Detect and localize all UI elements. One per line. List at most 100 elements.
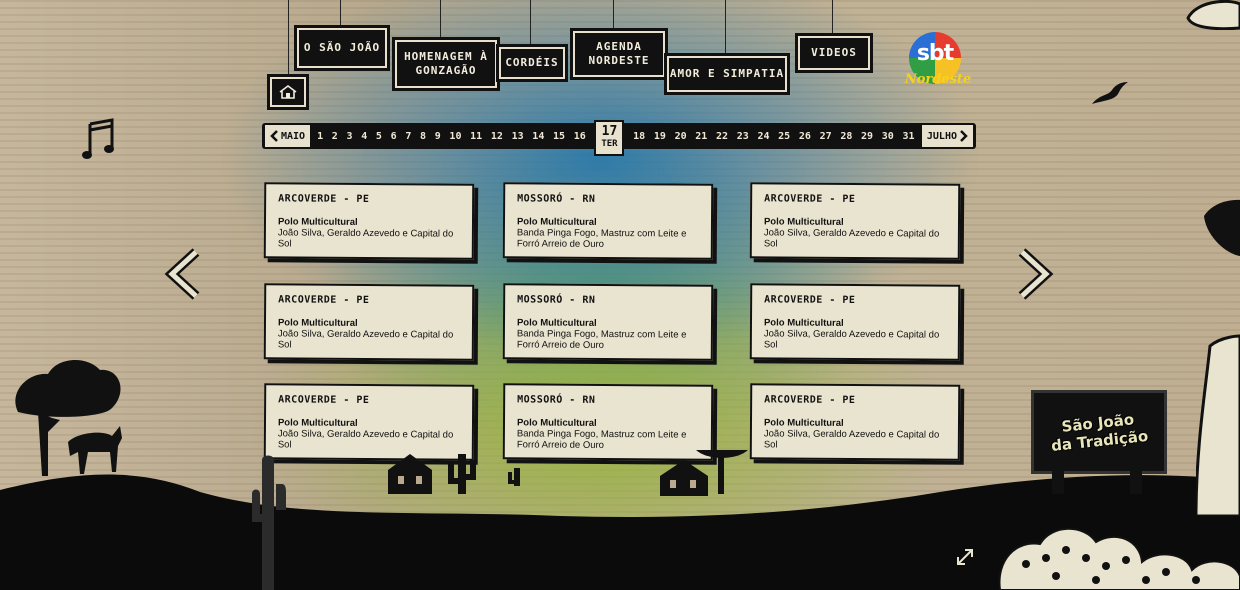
event-artists: Banda Pinga Fogo, Mastruz com Leite e Fo… [516,328,687,351]
day-item[interactable]: 24 [757,130,770,142]
day-item[interactable]: 8 [420,130,427,142]
logo-ball [909,32,961,84]
nav-videos[interactable]: VIDEOS [795,33,873,73]
character-hat-silhouette [1186,0,1240,30]
carousel-prev-button[interactable] [164,248,204,300]
landscape-silhouette [0,450,1240,590]
day-item[interactable]: 20 [674,130,687,142]
event-city: ARCOVERDE - PE [764,193,856,206]
event-city: ARCOVERDE - PE [278,294,370,307]
carousel-next-button[interactable] [1014,248,1054,300]
chevron-right-icon [960,130,968,142]
day-item[interactable]: 11 [470,130,483,142]
nav-amor-simpatia[interactable]: AMOR E SIMPATIA [664,53,790,95]
music-note-icon [82,118,114,159]
bush-decoration [998,527,1240,590]
hanging-string [725,0,726,56]
day-item[interactable]: 25 [778,130,791,142]
day-item[interactable]: 15 [553,130,566,142]
day-item[interactable]: 2 [331,130,338,142]
day-item[interactable]: 7 [405,130,412,142]
event-city: ARCOVERDE - PE [278,193,370,206]
event-artists: João Silva, Geraldo Azevedo e Capital do… [277,428,454,451]
day-item[interactable]: 19 [653,130,666,142]
event-city: MOSSORÓ - RN [517,193,596,205]
day-item[interactable]: 27 [819,130,832,142]
event-city: ARCOVERDE - PE [764,394,856,407]
home-icon [279,85,297,99]
next-month-label: JULHO [926,130,957,142]
day-item[interactable]: 13 [511,130,524,142]
day-number: 17 [601,124,618,139]
home-button[interactable] [267,74,309,110]
day-item[interactable]: 22 [716,130,729,142]
day-item[interactable]: 3 [346,130,353,142]
event-city: ARCOVERDE - PE [278,394,370,407]
event-artists: Banda Pinga Fogo, Mastruz com Leite e Fo… [516,227,687,250]
nav-cordeis[interactable]: CORDÉIS [496,44,568,82]
day-item[interactable]: 31 [902,130,915,142]
event-city: ARCOVERDE - PE [764,294,856,307]
chevron-left-icon [270,130,278,142]
prev-month-label: MAIO [281,130,306,142]
cactus-silhouette [252,455,286,590]
character-silhouette [1196,199,1240,516]
day-item[interactable]: 16 [573,130,586,142]
sbt-nordeste-logo[interactable]: sbt Nordeste [903,32,973,94]
day-item[interactable]: 4 [361,130,368,142]
hanging-string [440,0,441,40]
logo-brand: sbt [916,41,954,66]
nav-agenda-nordeste[interactable]: AGENDA NORDESTE [570,28,668,80]
day-item[interactable]: 1 [317,130,324,142]
day-item[interactable]: 5 [375,130,382,142]
hanging-string [613,0,614,32]
event-artists: João Silva, Geraldo Azevedo e Capital do… [763,328,940,351]
nav-o-sao-joao[interactable]: O SÃO JOÃO [294,25,390,71]
day-item[interactable]: 10 [449,130,462,142]
day-item[interactable]: 21 [695,130,708,142]
bird-icon [1092,82,1128,104]
day-item[interactable]: 6 [390,130,397,142]
nav-label: CORDÉIS [505,56,559,69]
day-item[interactable]: 26 [798,130,811,142]
day-item[interactable]: 29 [861,130,874,142]
hanging-string [530,0,531,48]
nav-homenagem-gonzagao[interactable]: HOMENAGEM À GONZAGÃO [392,37,500,91]
day-item[interactable]: 18 [633,130,646,142]
day-item[interactable]: 12 [490,130,503,142]
nav-label: O SÃO JOÃO [303,41,381,54]
expand-icon[interactable] [956,548,974,566]
nav-label: VIDEOS [811,46,857,59]
nav-label: HOMENAGEM À GONZAGÃO [404,50,488,77]
event-artists: João Silva, Geraldo Azevedo e Capital do… [277,328,454,351]
next-month-button[interactable]: JULHO [920,124,974,148]
tree-ox-silhouette [15,359,122,476]
nav-label: AMOR E SIMPATIA [669,67,785,80]
sao-joao-tradicao-sign[interactable]: São João da Tradição [1031,390,1167,474]
day-item[interactable]: 14 [532,130,545,142]
event-artists: João Silva, Geraldo Azevedo e Capital do… [277,227,454,250]
event-city: MOSSORÓ - RN [517,394,596,406]
day-item[interactable]: 28 [840,130,853,142]
event-artists: João Silva, Geraldo Azevedo e Capital do… [763,227,940,250]
sign-post [1130,466,1142,494]
sign-post [1052,466,1064,494]
event-city: MOSSORÓ - RN [517,294,596,306]
hanging-string [832,0,833,38]
nav-label: AGENDA NORDESTE [588,40,650,67]
day-item[interactable]: 30 [881,130,894,142]
day-item[interactable]: 9 [434,130,441,142]
day-item[interactable]: 23 [736,130,749,142]
hanging-string [340,0,341,28]
hanging-string [288,0,289,80]
prev-month-button[interactable]: MAIO [264,124,312,148]
